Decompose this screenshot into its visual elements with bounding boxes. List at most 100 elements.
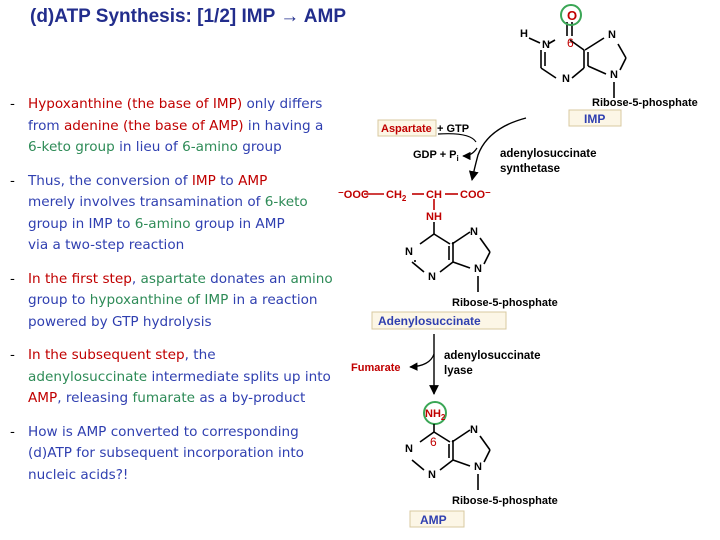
- bullet-text-segment: group to: [28, 292, 90, 308]
- bullet-text-segment: in having a: [243, 117, 324, 134]
- bullet-text-segment: , releasing: [57, 390, 133, 406]
- adenylosuccinate-coo-label: COO⁻: [460, 189, 491, 201]
- bullet-text-segment: nucleic acids?!: [28, 466, 129, 483]
- bullet-text-segment: as a by-product: [195, 390, 306, 406]
- fumarate-curve: [409, 353, 435, 371]
- adenylosuccinate-n9-label: N: [474, 263, 482, 275]
- bullet-text-segment: 6-amino: [182, 139, 238, 155]
- bullet-text-segment: In the first step: [28, 270, 132, 287]
- plus-gtp-label: + GTP: [437, 123, 469, 135]
- imp-ribose-label: Ribose-5-phosphate: [592, 97, 698, 109]
- imp-n1-label: N: [542, 39, 550, 51]
- bullet-line: In the first step, aspartate donates an …: [28, 269, 360, 291]
- amp-n3-label: N: [428, 469, 436, 481]
- bullet-text-segment: 6-amino: [134, 215, 191, 232]
- bullet-text-segment: How is AMP converted to corresponding: [28, 423, 299, 440]
- imp-oxygen-label: O: [567, 8, 577, 23]
- amp-ribose-label: Ribose-5-phosphate: [452, 495, 558, 507]
- adenylosuccinate-ribose-label: Ribose-5-phosphate: [452, 297, 558, 309]
- title-text-start: (d)ATP Synthesis: [1/2] IMP: [30, 6, 281, 27]
- bullet-text-segment: group in AMP: [190, 215, 285, 232]
- bullet-line: AMP, releasing fumarate as a by-product: [28, 388, 360, 410]
- bullet-text-segment: from: [28, 117, 64, 134]
- adenylosuccinate-nh-label: NH: [426, 211, 442, 223]
- bullet-text-segment: 6-keto group: [28, 139, 115, 155]
- bullet-line: powered by GTP hydrolysis: [28, 312, 360, 334]
- imp-structure: [528, 22, 627, 98]
- adenylosuccinate-n1-label: N: [405, 246, 413, 258]
- imp-n3-label: N: [562, 73, 570, 85]
- adenylosuccinate-box: [371, 311, 507, 330]
- synthetase-label-line1: adenylosuccinate: [500, 148, 597, 160]
- amp-position-six-label: 6: [430, 435, 437, 449]
- amp-n1-label: N: [405, 443, 413, 455]
- bullet-text-segment: Thus, the conversion of: [28, 172, 192, 189]
- amp-n7-label: N: [470, 424, 478, 436]
- imp-n9-label: N: [610, 69, 618, 81]
- adenylosuccinate-ooc-label: ⁻OOC: [338, 189, 369, 201]
- bullet-text-segment: hypoxanthine of IMP: [89, 292, 229, 308]
- bullet-line: from adenine (the base of AMP) in having…: [28, 116, 360, 138]
- synthetase-label-line2: synthetase: [500, 163, 560, 175]
- gdp-pi-label: GDP + Pi: [413, 149, 459, 163]
- bullet-text-segment: group in IMP to: [28, 215, 135, 232]
- bullet-line: Thus, the conversion of IMP to AMP: [28, 171, 360, 193]
- adenylosuccinate-ch-label: CH: [426, 189, 442, 201]
- imp-box: [568, 109, 622, 127]
- amp-n9-label: N: [474, 461, 482, 473]
- slide-title: (d)ATP Synthesis: [1/2] IMP → AMP: [30, 6, 346, 28]
- bullet-text-segment: amino: [290, 270, 333, 287]
- bullet-text-segment: (d)ATP for subsequent incorporation into: [28, 445, 304, 461]
- bullet-text-segment: In the subsequent step: [28, 347, 185, 363]
- bullet-dash: -: [10, 347, 15, 363]
- bullet-dash: -: [10, 423, 15, 440]
- gdp-curve: [462, 147, 478, 161]
- bullet-line: (d)ATP for subsequent incorporation into: [28, 443, 360, 465]
- amp-nh2-label: NH2: [425, 408, 446, 422]
- lyase-label-line2: lyase: [444, 365, 473, 377]
- bullet-line: Hypoxanthine (the base of IMP) only diff…: [28, 94, 360, 116]
- bullet-line: nucleic acids?!: [28, 465, 360, 487]
- bullet-text-segment: merely involves transamination of: [28, 194, 265, 210]
- imp-box-label: IMP: [584, 112, 605, 126]
- adenylosuccinate-ch2-label: CH2: [386, 189, 407, 203]
- bullet-text-segment: adenylosuccinate: [28, 368, 148, 385]
- bullet-text-segment: powered by GTP hydrolysis: [28, 313, 212, 330]
- bullet-text-segment: in a reaction: [228, 292, 318, 308]
- bullet-text-segment: donates an: [205, 270, 291, 287]
- bullet-dash: -: [10, 172, 15, 189]
- aspartate-box: [377, 119, 437, 137]
- amp-purine: [411, 424, 491, 490]
- aspartate-label: Aspartate: [381, 123, 432, 135]
- adenylosuccinate-purine: [411, 231, 491, 292]
- bullet-line: In the subsequent step, the: [28, 345, 360, 367]
- bullet-line: merely involves transamination of 6-keto: [28, 192, 360, 214]
- title-arrow-icon: →: [280, 6, 300, 27]
- bullet-text-segment: fumarate: [132, 390, 196, 406]
- bullet-line: via a two-step reaction: [28, 235, 360, 257]
- fumarate-label: Fumarate: [351, 362, 401, 374]
- imp-n7-label: N: [608, 29, 616, 41]
- bullet-list: -Hypoxanthine (the base of IMP) only dif…: [10, 94, 360, 486]
- bullet-dash: -: [10, 96, 15, 112]
- aspartate-curve: [437, 133, 477, 143]
- bullet-text-segment: via a two-step reaction: [28, 237, 185, 253]
- bullet-line: adenylosuccinate intermediate splits up …: [28, 367, 360, 389]
- adenylosuccinate-n7-label: N: [470, 226, 478, 238]
- bullet-line: 6-keto group in lieu of 6-amino group: [28, 137, 360, 159]
- synthetase-arrow: [468, 117, 527, 181]
- bullet-item: -Hypoxanthine (the base of IMP) only dif…: [10, 94, 360, 159]
- bullet-text-segment: Hypoxanthine (the base of IMP): [28, 96, 243, 112]
- bullet-text-segment: intermediate splits up into: [147, 368, 331, 385]
- bullet-dash: -: [10, 270, 15, 287]
- bullet-text-segment: only differs: [242, 96, 323, 112]
- bullet-text-segment: 6-keto: [264, 194, 308, 210]
- bullet-text-segment: ,: [131, 270, 141, 287]
- lyase-label-line1: adenylosuccinate: [444, 350, 541, 362]
- amp-box: [409, 510, 465, 528]
- bullet-text-segment: IMP: [191, 172, 216, 189]
- bullet-item: -How is AMP converted to corresponding (d…: [10, 422, 360, 487]
